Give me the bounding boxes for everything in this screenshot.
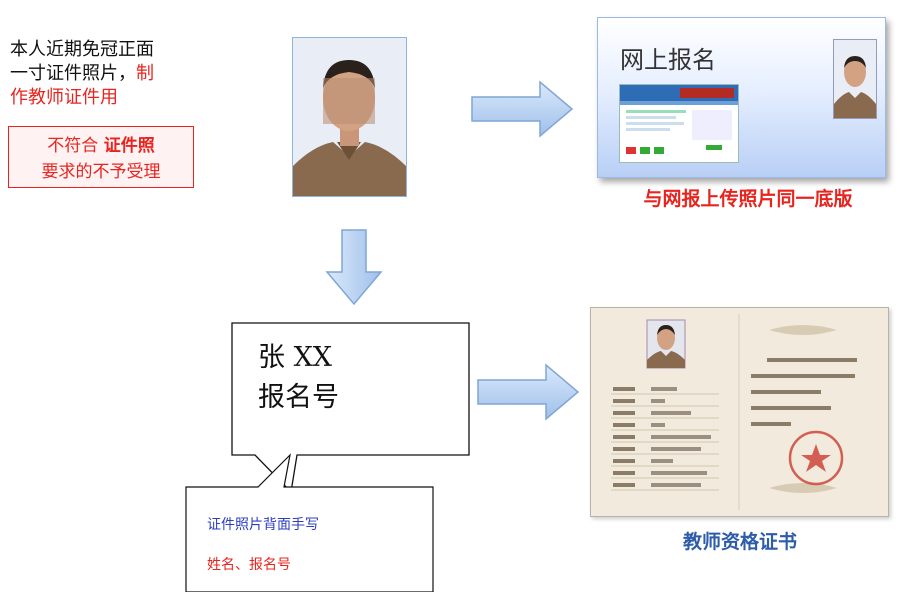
warning-line2: 要求的不予受理 — [41, 162, 161, 182]
person-portrait — [293, 38, 406, 196]
warning-box: 不符合 证件照 要求的不予受理 — [8, 126, 194, 188]
photo-back-name: 张 XX — [258, 342, 333, 373]
handwrite-note-line2: 姓名、报名号 — [207, 557, 291, 573]
warning-part2: 证件照 — [103, 136, 155, 156]
uploaded-photo-thumbnail — [833, 39, 877, 119]
arrow-right-icon-bottom — [477, 363, 580, 421]
online-registration-caption: 与网报上传照片同一底版 — [643, 188, 853, 210]
teacher-certificate-image — [590, 307, 889, 517]
desc-line3: 作教师证件用 — [10, 87, 118, 108]
warning-part1: 不符合 — [47, 136, 99, 156]
photo-back-bubble: 张 XX 报名号 — [258, 338, 339, 418]
arrow-down-icon — [325, 229, 383, 306]
photo-back-number: 报名号 — [258, 382, 339, 413]
id-photo — [292, 37, 407, 197]
desc-line1: 本人近期免冠正面 — [10, 39, 154, 60]
photo-requirement-text: 本人近期免冠正面 一寸证件照片，制 作教师证件用 — [10, 38, 200, 110]
desc-line2: 一寸证件照片， — [10, 63, 136, 84]
teacher-certificate-caption: 教师资格证书 — [682, 531, 797, 553]
online-registration-title: 网上报名 — [620, 46, 716, 74]
arrow-right-icon — [471, 80, 574, 138]
desc-line2-red: 制 — [136, 63, 154, 84]
website-screenshot — [619, 84, 739, 163]
handwrite-note-line1: 证件照片背面手写 — [207, 517, 319, 533]
